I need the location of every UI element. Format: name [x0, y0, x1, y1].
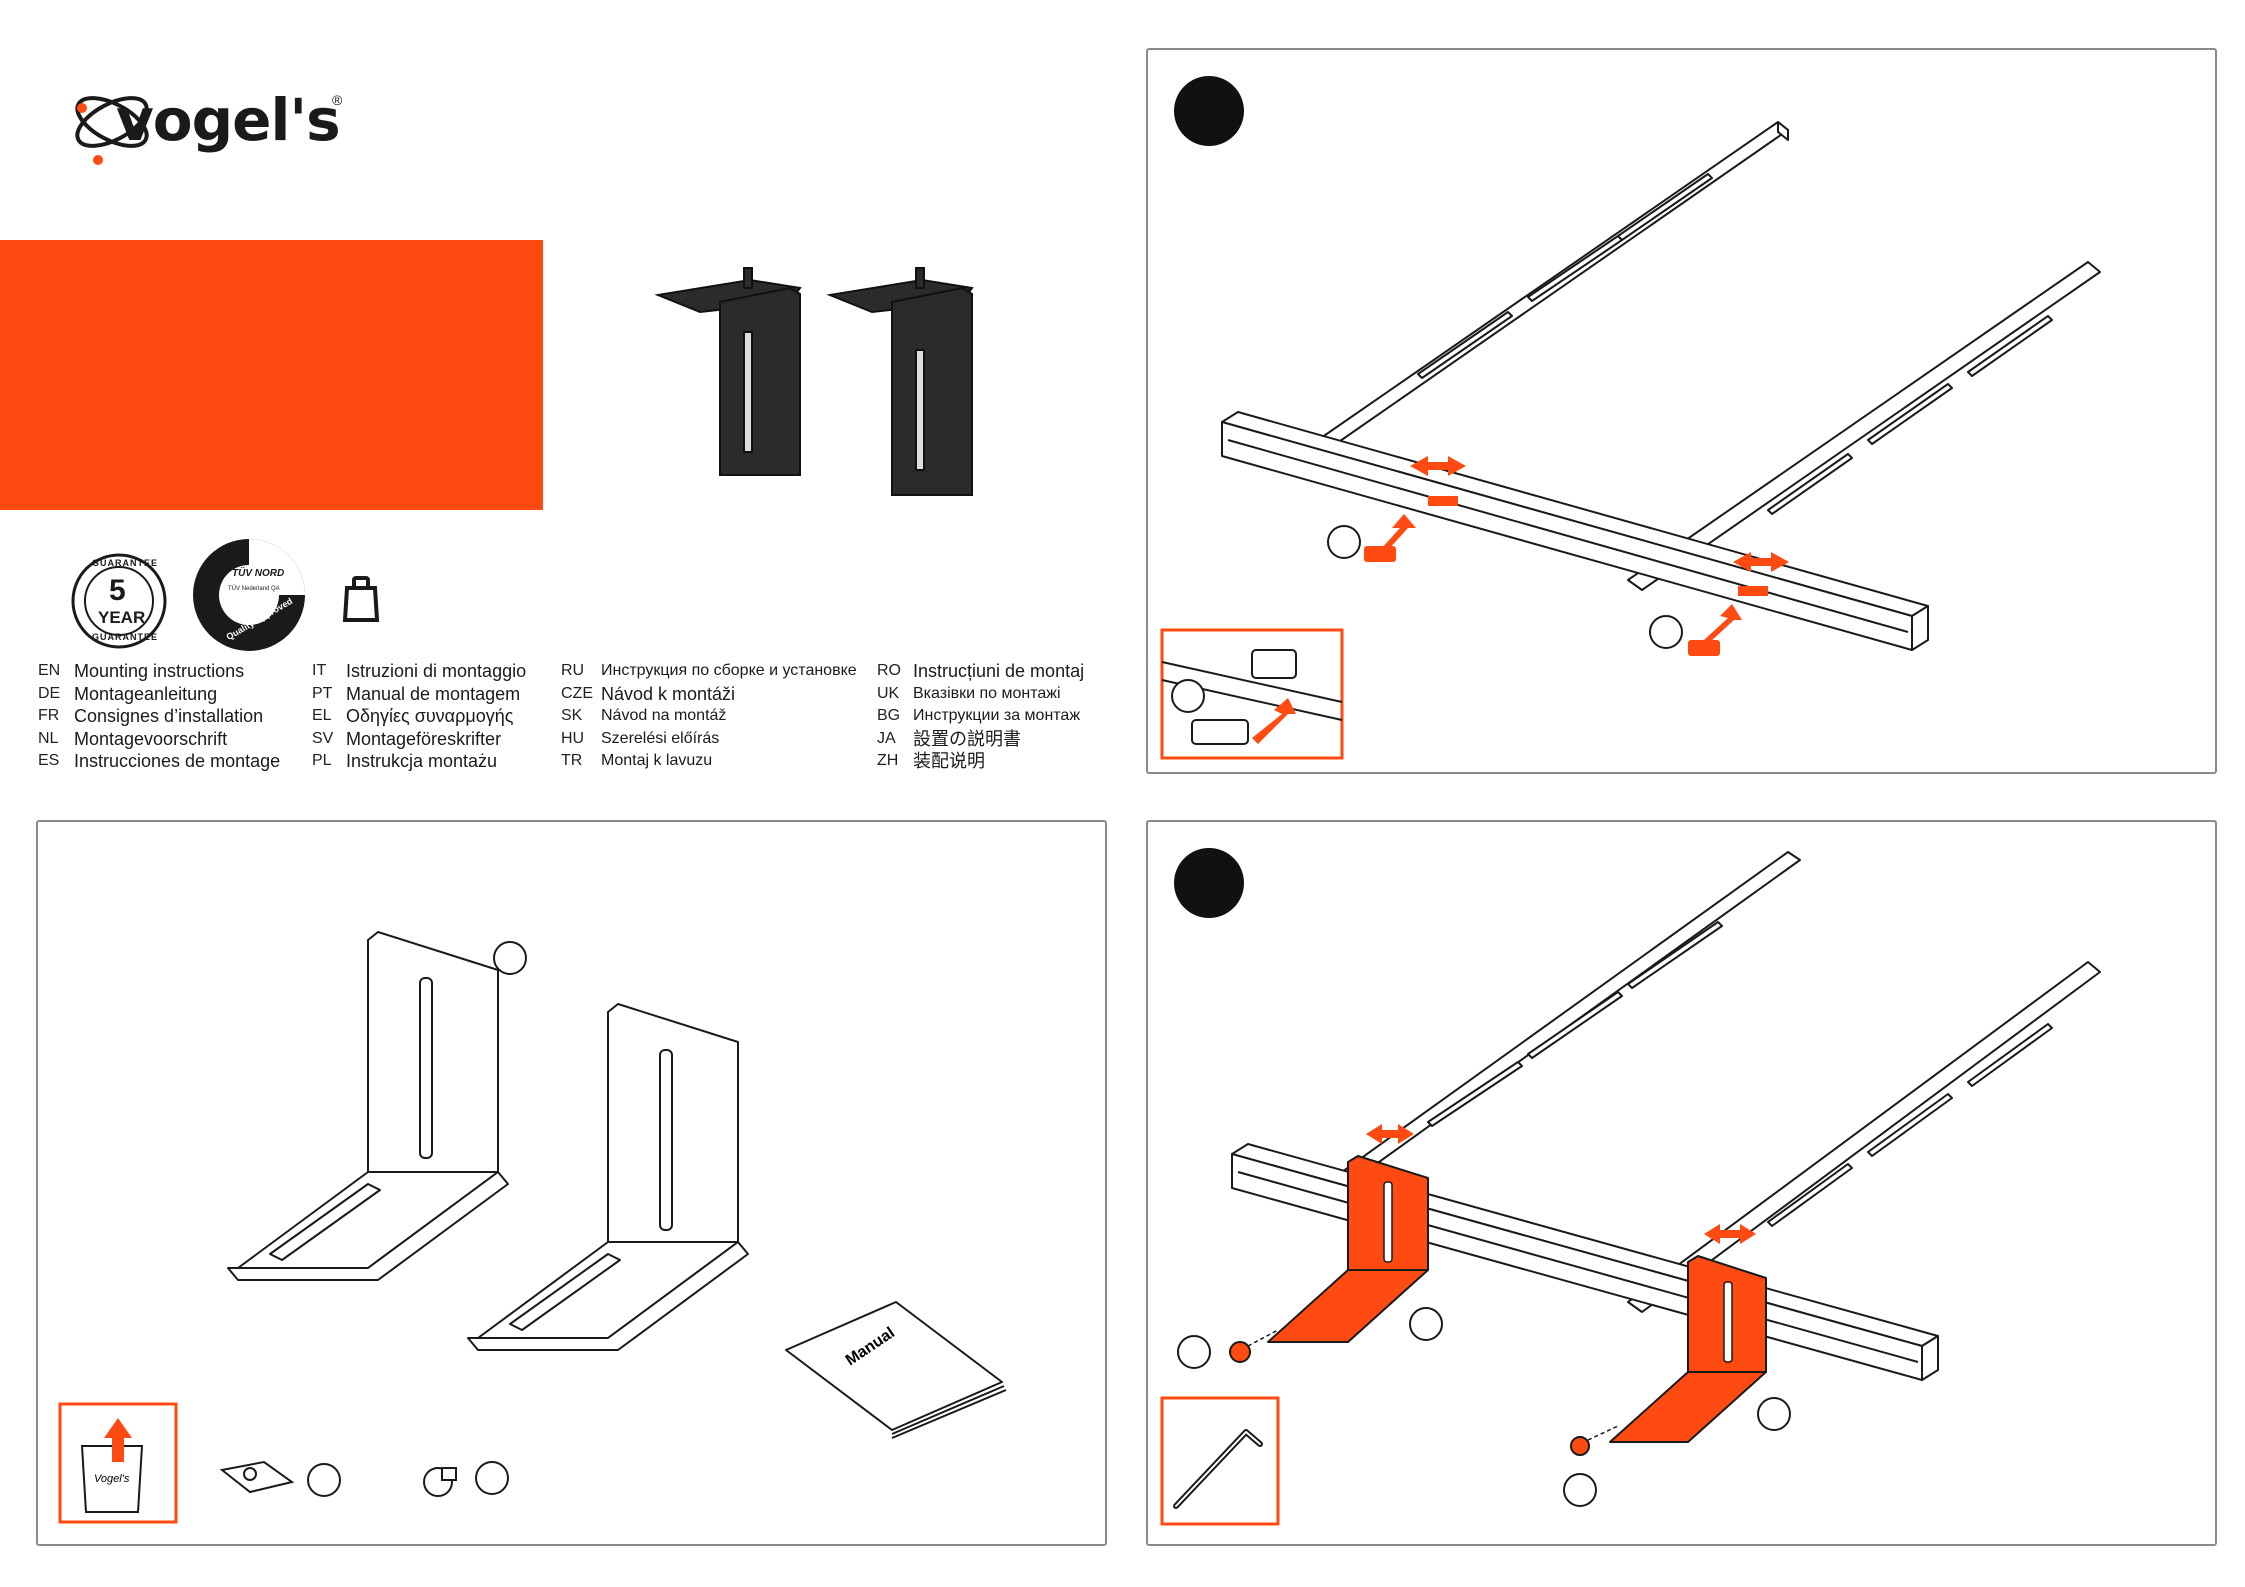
step-1-panel — [1146, 48, 2217, 774]
step-number-badge — [1174, 848, 1244, 918]
part-callout-circle — [1649, 615, 1683, 649]
step-number-badge — [1174, 76, 1244, 146]
contents-illustration: Manual Vogel's — [58, 931, 1007, 1524]
part-callout-circle — [475, 1461, 509, 1495]
bag-label: Vogel's — [94, 1473, 130, 1485]
weight-icon — [342, 576, 380, 622]
contents-panel: Manual Vogel's — [36, 820, 1107, 1546]
guarantee-bottom-text: GUARANTEE — [92, 632, 159, 642]
guarantee-unit: YEAR — [98, 608, 146, 627]
part-callout-circle — [1177, 1335, 1211, 1369]
logo-orbit-icon — [75, 96, 149, 165]
brand-logo: vogel's ® — [68, 70, 348, 170]
part-callout-circle — [307, 1463, 341, 1497]
part-callout-circle — [1757, 1397, 1791, 1431]
tuv-badge: TÜV NORD TÜV Nederland QA Quality Approv… — [190, 536, 308, 654]
guarantee-badge: GUARANTEE 5 YEAR GUARANTEE — [70, 552, 168, 650]
cover-accent-block — [0, 240, 543, 510]
logo-registered: ® — [332, 92, 343, 108]
product-image — [654, 267, 974, 496]
part-callout-circle — [1563, 1473, 1597, 1507]
part-callout-circle — [1327, 525, 1361, 559]
guarantee-top-text: GUARANTEE — [92, 558, 159, 568]
tuv-name: TÜV NORD — [232, 568, 285, 579]
step-2-panel — [1146, 820, 2217, 1546]
tuv-line1: TÜV Nederland QA — [228, 586, 280, 592]
part-callout-circle — [1409, 1307, 1443, 1341]
step-2-illustration — [1160, 851, 2101, 1526]
step-1-illustration — [1160, 121, 2101, 760]
guarantee-years: 5 — [109, 574, 126, 607]
logo-wordmark: vogel's — [116, 86, 341, 154]
part-callout-circle — [493, 941, 527, 975]
part-callout-circle — [1171, 679, 1205, 713]
